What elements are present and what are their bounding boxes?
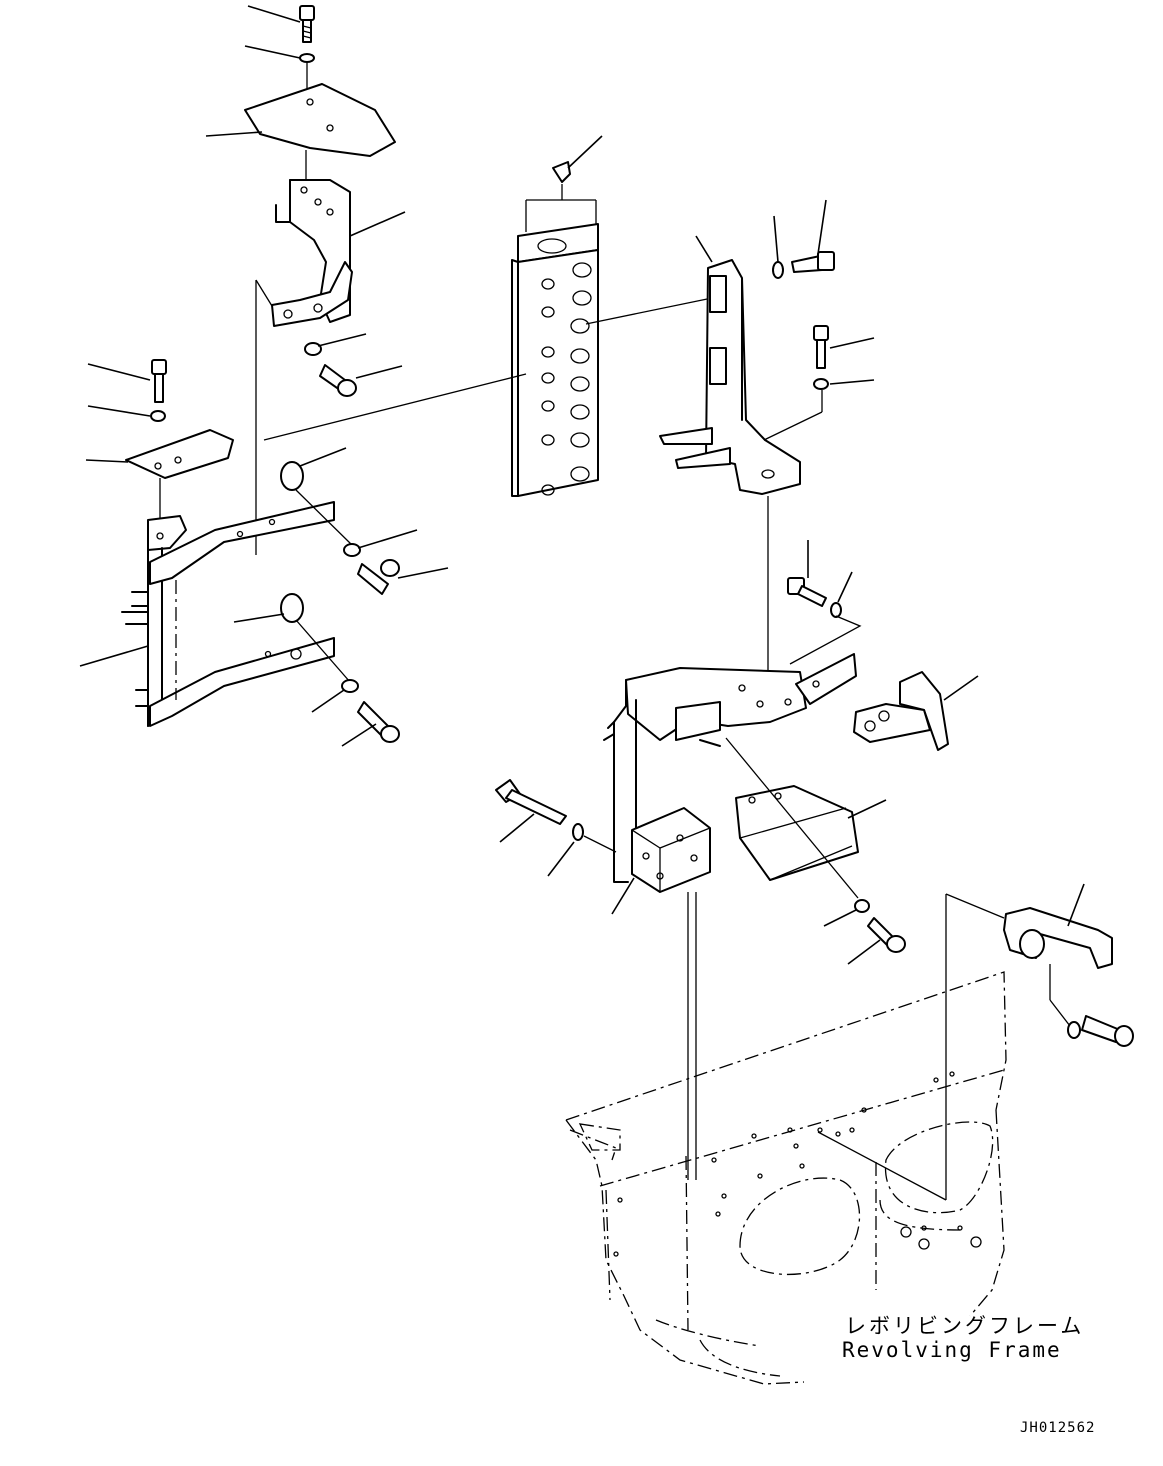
bolt-4 <box>357 701 400 743</box>
cap-plug <box>552 161 571 183</box>
bolt-6 <box>813 325 829 369</box>
washer-4 <box>341 679 359 693</box>
bolt-5 <box>791 251 835 273</box>
washer-7 <box>830 602 842 618</box>
washer-9 <box>572 823 584 841</box>
valve-block <box>511 223 599 497</box>
bolt-7 <box>787 577 827 607</box>
washer-6 <box>813 378 829 390</box>
drawing-number: JH012562 <box>1020 1420 1096 1436</box>
washer-8 <box>854 899 870 913</box>
revolving-frame-label-jp: レボリビングフレーム <box>845 1314 1085 1338</box>
left-plate <box>125 429 234 479</box>
washer-3 <box>343 543 361 557</box>
box-block <box>631 807 711 893</box>
long-bolt <box>495 779 567 825</box>
revolving-frame-label-en: Revolving Frame <box>842 1338 1062 1362</box>
bolt-3 <box>357 559 400 595</box>
small-bracket <box>1003 907 1113 969</box>
bolt-8 <box>867 917 906 953</box>
right-clamp <box>853 671 949 751</box>
bolt-2 <box>319 364 357 397</box>
main-frame <box>121 501 335 727</box>
spacer-lower <box>280 593 304 623</box>
spacer-upper <box>280 461 304 491</box>
top-plate <box>244 83 396 157</box>
washer-5 <box>772 261 784 279</box>
upper-bracket <box>271 179 353 327</box>
left-washer <box>150 410 166 422</box>
top-washer <box>299 53 315 63</box>
washer-2 <box>304 342 322 356</box>
washer-10 <box>1067 1021 1081 1039</box>
revolving-frame-outline <box>565 971 1007 1385</box>
bolt-10 <box>1081 1015 1134 1047</box>
upright-bracket <box>659 259 801 495</box>
top-bolt <box>299 5 315 43</box>
left-bolt <box>151 359 167 403</box>
tray-bracket <box>735 785 859 881</box>
mounting-bracket <box>603 653 857 883</box>
